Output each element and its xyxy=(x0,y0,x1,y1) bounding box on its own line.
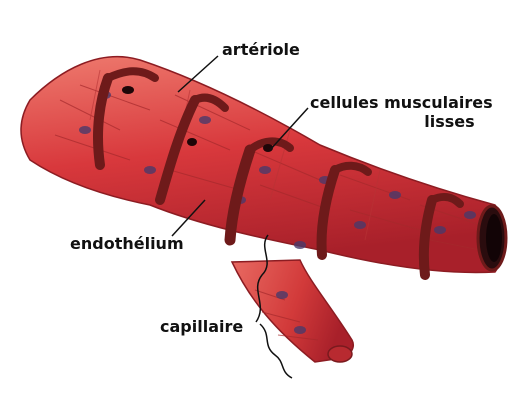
label-smooth-muscle: cellules musculaires lisses xyxy=(310,93,493,131)
label-endothelium-text: endothélium xyxy=(70,234,184,253)
capillary-opening xyxy=(328,346,352,362)
label-smooth-muscle-line2: lisses xyxy=(310,112,493,131)
label-smooth-muscle-line1: cellules musculaires xyxy=(310,93,493,112)
label-arteriole-text: artériole xyxy=(222,40,300,59)
capillary-branch xyxy=(232,260,353,362)
label-capillary-text: capillaire xyxy=(160,317,243,336)
label-arteriole: artériole xyxy=(222,40,300,59)
label-capillary: capillaire xyxy=(160,317,243,336)
label-endothelium: endothélium xyxy=(70,234,184,253)
